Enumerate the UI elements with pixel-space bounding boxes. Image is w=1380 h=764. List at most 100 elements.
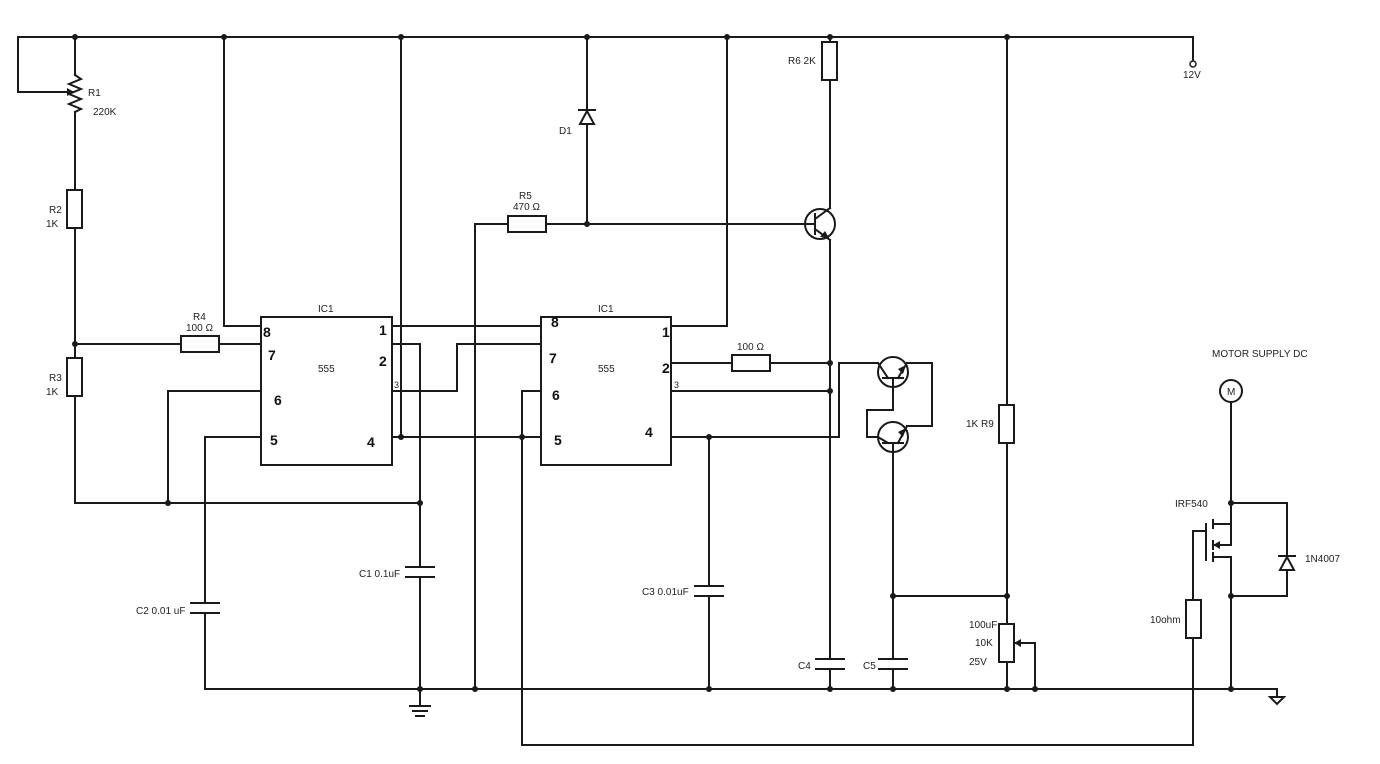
ic1-pin-4: 4 <box>367 434 375 450</box>
r3-bottom-wire <box>74 395 421 504</box>
q1-transistor <box>804 206 836 242</box>
mosfet-drain-wire <box>1218 502 1232 525</box>
r2-resistor: R2 1K <box>46 189 83 230</box>
supply-terminal: 12V <box>1183 60 1201 81</box>
supply-terminal-icon <box>1189 60 1197 68</box>
ic2-pin1-wire <box>670 36 728 327</box>
mosfet: IRF540 <box>1175 499 1220 562</box>
ic1-pin6-wire <box>167 390 262 504</box>
ic1-chip-label: 555 <box>318 364 335 375</box>
r3-resistor: R3 1K <box>46 357 83 398</box>
d1-name: D1 <box>559 126 572 137</box>
q2-q3-link <box>866 386 894 438</box>
q2-arrow-icon <box>898 365 906 374</box>
junction <box>221 34 227 40</box>
ic1-pin3-wire <box>391 343 542 392</box>
junction <box>417 500 423 506</box>
r9-label: 1K R9 <box>966 419 994 430</box>
c1-label: C1 0.1uF <box>359 569 400 580</box>
c2-capacitor: C2 0.01 uF <box>136 602 220 617</box>
ground-arrow-shape <box>1267 696 1287 706</box>
q1-collector <box>813 206 832 221</box>
ic1-name: IC1 <box>318 304 334 315</box>
gate-wire <box>1192 530 1207 601</box>
junction <box>1228 593 1234 599</box>
ground-arrow-icon <box>1267 688 1287 706</box>
r1-wiper-wire <box>17 36 65 93</box>
junction <box>584 34 590 40</box>
c3-capacitor: C3 0.01uF <box>642 585 724 598</box>
junction <box>827 34 833 40</box>
flyback-diode: 1N4007 <box>1278 554 1340 571</box>
r1-value: 220K <box>93 107 117 118</box>
junction-dots <box>72 34 1234 692</box>
ic2-name: IC1 <box>598 304 614 315</box>
pot-line3: 25V <box>969 657 987 668</box>
junction <box>724 34 730 40</box>
ic1-pin5-wire <box>204 436 262 603</box>
r8-value: 100 Ω <box>737 342 764 353</box>
ic2-pin-7: 7 <box>549 350 557 366</box>
ic1-pin8-wire <box>223 36 262 327</box>
ic1-pin-6: 6 <box>274 392 282 408</box>
r6-body <box>821 41 838 81</box>
c5-label: C5 <box>863 661 876 672</box>
r8-resistor: 100 Ω <box>731 342 771 372</box>
r1-name: R1 <box>88 88 101 99</box>
junction <box>1004 686 1010 692</box>
ic2-pin-4: 4 <box>645 424 653 440</box>
pot-line1: 100uF <box>969 620 997 631</box>
junction <box>519 434 525 440</box>
motor-symbol: M <box>1227 387 1235 398</box>
r4-body <box>180 335 220 353</box>
r2-name: R2 <box>49 205 62 216</box>
r2-body <box>66 189 83 229</box>
r9-body <box>998 404 1015 444</box>
junction <box>706 434 712 440</box>
r6-resistor: R6 2K <box>788 41 838 81</box>
junction <box>398 34 404 40</box>
junction <box>890 686 896 692</box>
ic1-pin-2: 2 <box>379 353 387 369</box>
ic2-pin-8: 8 <box>551 314 559 330</box>
junction <box>827 388 833 394</box>
r6-label: R6 2K <box>788 56 816 67</box>
ic2-pin-5: 5 <box>554 432 562 448</box>
c2-label: C2 0.01 uF <box>136 606 185 617</box>
junction <box>72 34 78 40</box>
junction <box>472 686 478 692</box>
q3-lead-left <box>876 435 890 445</box>
ic1-pin-8: 8 <box>263 324 271 340</box>
mosfet-arrow-icon <box>1213 541 1220 549</box>
junction <box>827 686 833 692</box>
ic2-pin-6: 6 <box>552 387 560 403</box>
pot-line2: 10K <box>975 638 993 649</box>
r5-left-wire <box>474 223 509 690</box>
flyback-bottom-wire <box>1230 570 1288 597</box>
ic2-pin-2: 2 <box>662 360 670 376</box>
ic2-chip: IC1 555 8 7 6 5 1 2 3 4 <box>540 304 679 466</box>
junction <box>165 500 171 506</box>
junction <box>1004 34 1010 40</box>
pot-arrow-icon <box>1014 639 1021 647</box>
wires <box>17 36 1288 746</box>
r3-name: R3 <box>49 373 62 384</box>
ic1-pin-7: 7 <box>268 347 276 363</box>
c1-capacitor: C1 0.1uF <box>359 566 435 580</box>
pot-wiper-wire <box>1013 642 1036 690</box>
ic1-body <box>260 316 393 466</box>
motor: MOTOR SUPPLY DC M <box>1212 349 1308 403</box>
r5-resistor: R5 470 Ω <box>507 191 547 233</box>
junction <box>72 341 78 347</box>
r2-value: 1K <box>46 219 59 230</box>
mosfet-source-wire <box>1218 556 1232 690</box>
ic1-pin-5: 5 <box>270 432 278 448</box>
junction <box>827 360 833 366</box>
junction <box>1228 686 1234 692</box>
ic2-body <box>540 316 672 466</box>
q2-transistor <box>876 356 909 388</box>
ic1-chip: IC1 555 8 7 6 5 1 2 3 4 <box>260 304 399 466</box>
r3-body <box>66 357 83 397</box>
q2-lead-left <box>876 361 890 380</box>
